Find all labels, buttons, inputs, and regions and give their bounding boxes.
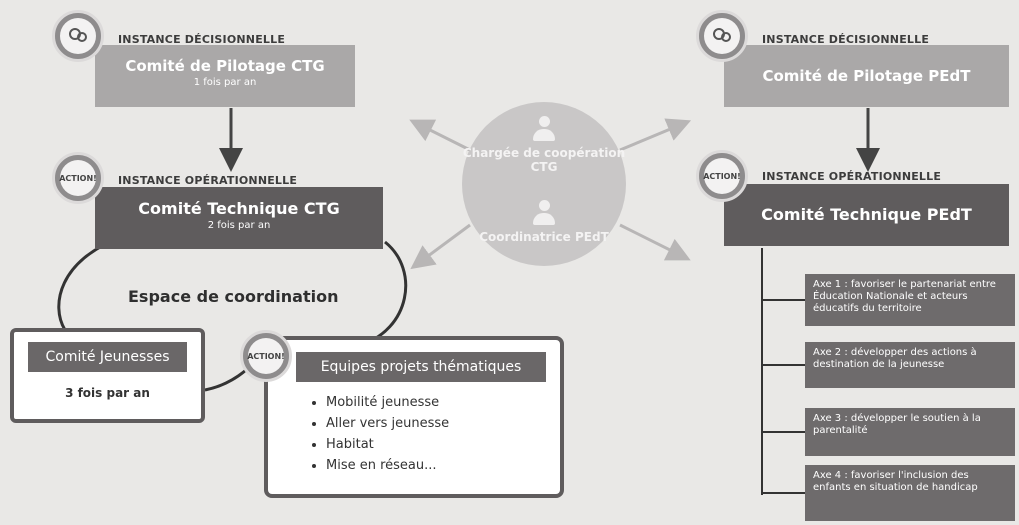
jeunesses-title: Comité Jeunesses xyxy=(28,342,187,372)
coordination-loop-right xyxy=(359,240,408,347)
center-arrow-bottomright xyxy=(619,223,691,261)
axis-box-2: Axe 2 : développer des actions à destina… xyxy=(805,342,1015,388)
right-decision-title: Comité de Pilotage PEdT xyxy=(762,67,971,85)
equipes-item: Mobilité jeunesse xyxy=(326,392,560,413)
axis-box-1: Axe 1 : favoriser le partenariat entre É… xyxy=(805,274,1015,326)
left-decision-label: INSTANCE DÉCISIONNELLE xyxy=(118,33,286,46)
center-arrow-bottomleft xyxy=(410,223,471,270)
decision-icon xyxy=(52,10,104,62)
left-operational-title: Comité Technique CTG xyxy=(138,199,340,218)
center-arrow-topleft xyxy=(409,119,471,152)
left-decision-sub: 1 fois par an xyxy=(193,77,257,88)
person-icon xyxy=(532,200,556,226)
action-badge-equipes: ACTION! xyxy=(240,330,292,382)
role-coordinatrice: Coordinatrice PEdT xyxy=(479,230,609,244)
equipes-item: Mise en réseau... xyxy=(326,455,560,476)
action-badge-text: ACTION! xyxy=(247,338,285,374)
axis-box-3: Axe 3 : développer le soutien à la paren… xyxy=(805,408,1015,456)
coordination-circle: Chargée de coopération CTG Coordinatrice… xyxy=(462,102,626,266)
left-operational-box: Comité Technique CTG 2 fois par an xyxy=(95,187,383,249)
right-operational-box: Comité Technique PEdT xyxy=(724,184,1009,246)
left-decision-title: Comité de Pilotage CTG xyxy=(125,57,325,75)
coordination-label: Espace de coordination xyxy=(128,287,339,306)
equipes-item: Aller vers jeunesse xyxy=(326,413,560,434)
action-badge-right: ACTION! xyxy=(696,150,748,202)
jeunesses-box: Comité Jeunesses 3 fois par an xyxy=(10,328,205,423)
jeunesses-sub: 3 fois par an xyxy=(65,386,150,400)
role-chargee: Chargée de coopération CTG xyxy=(462,146,626,174)
equipes-list: Mobilité jeunesse Aller vers jeunesse Ha… xyxy=(326,392,560,476)
equipes-title: Equipes projets thématiques xyxy=(296,352,546,382)
right-operational-label: INSTANCE OPÉRATIONNELLE xyxy=(762,170,942,183)
equipes-item: Habitat xyxy=(326,434,560,455)
left-operational-label: INSTANCE OPÉRATIONNELLE xyxy=(118,174,298,187)
decision-icon xyxy=(696,10,748,62)
right-decision-box: Comité de Pilotage PEdT xyxy=(724,45,1009,107)
axis-box-4: Axe 4 : favoriser l'inclusion des enfant… xyxy=(805,465,1015,521)
action-badge-left: ACTION! xyxy=(52,152,104,204)
coordination-loop-left xyxy=(57,236,121,331)
right-decision-label: INSTANCE DÉCISIONNELLE xyxy=(762,33,930,46)
person-icon xyxy=(532,116,556,142)
left-decision-box: Comité de Pilotage CTG 1 fois par an xyxy=(95,45,355,107)
action-badge-text: ACTION! xyxy=(59,160,97,196)
right-operational-title: Comité Technique PEdT xyxy=(761,205,972,224)
equipes-box: Equipes projets thématiques Mobilité jeu… xyxy=(264,336,564,498)
action-badge-text: ACTION! xyxy=(703,158,741,194)
center-arrow-topright xyxy=(619,118,692,152)
left-operational-sub: 2 fois par an xyxy=(207,220,271,231)
